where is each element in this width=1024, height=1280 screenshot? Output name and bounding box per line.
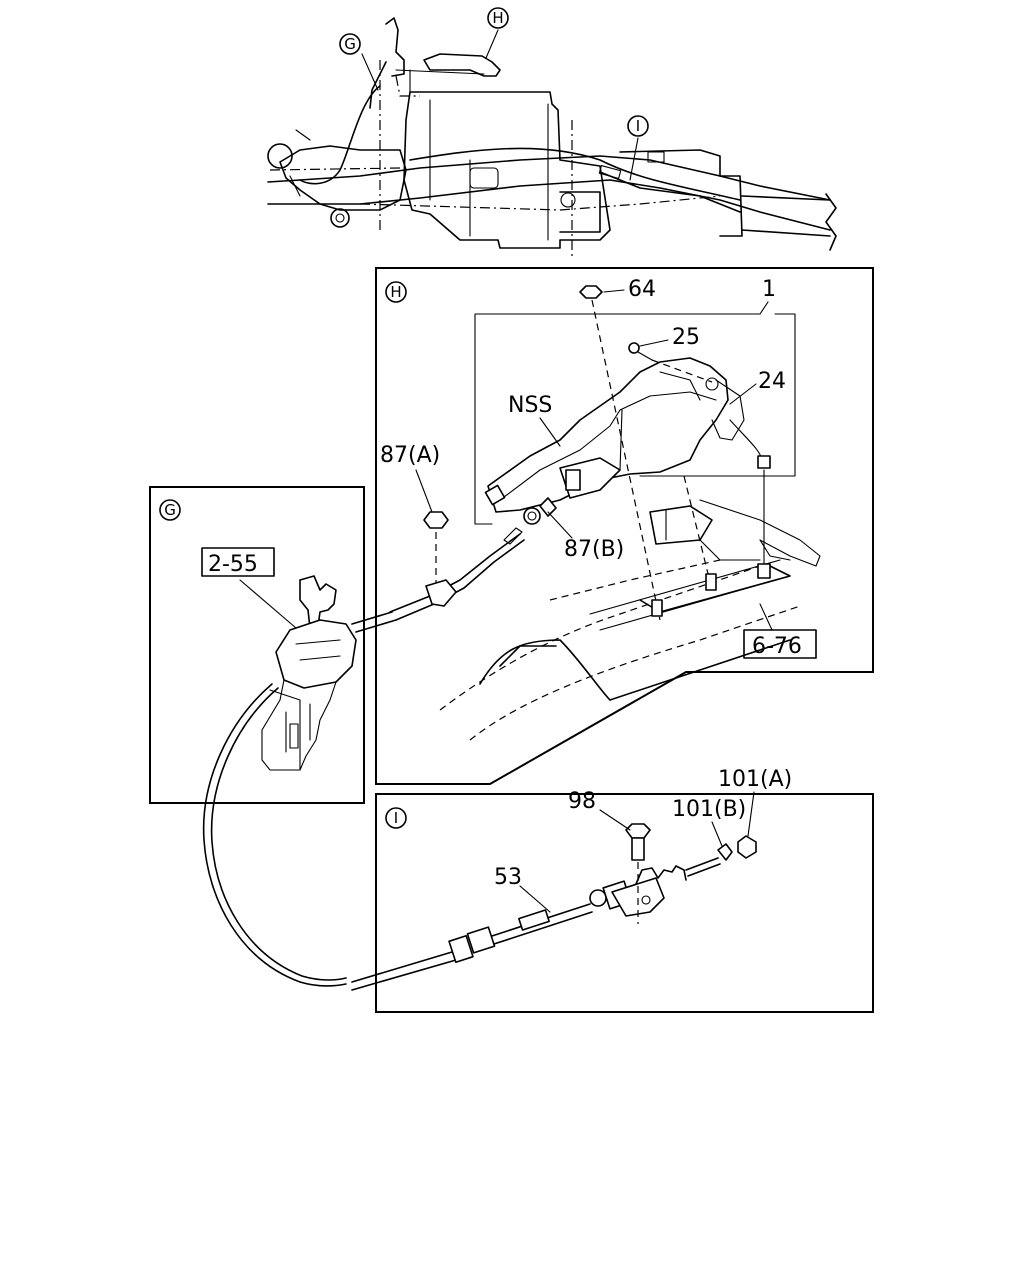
panel-h-tag: H: [385, 281, 407, 303]
label-64: 64: [628, 277, 656, 302]
nut-64: [579, 285, 663, 621]
lever-stud: [705, 573, 717, 591]
callout-h: H: [487, 7, 509, 29]
front-cable-h: [389, 497, 557, 621]
label-24: 24: [758, 369, 786, 394]
vehicle-overview: [267, 17, 837, 260]
label-53: 53: [494, 865, 522, 890]
parking-lever: [484, 357, 791, 561]
label-98: 98: [568, 789, 596, 814]
callout-g-label: G: [344, 35, 356, 53]
lever-bolt-centerline: [683, 475, 713, 591]
label-101a: 101(A): [718, 767, 792, 792]
panel-g-frame: [149, 486, 365, 804]
panel-g-tag-label: G: [164, 501, 176, 519]
ref-6-76: 6-76: [743, 603, 817, 659]
bolt-25: [628, 342, 713, 383]
rear-cable-long: [202, 683, 347, 987]
panel-i-tag-label: I: [394, 809, 398, 827]
label-nss: NSS: [508, 393, 552, 418]
ref-2-55: 2-55: [201, 547, 297, 629]
ref-2-55-label: 2-55: [208, 552, 258, 577]
panel-i-tag: I: [385, 807, 407, 829]
nut-101b: [717, 843, 733, 861]
callout-h-label: H: [492, 9, 503, 27]
label-87b: 87(B): [564, 537, 624, 562]
label-101b: 101(B): [672, 797, 746, 822]
label-1: 1: [762, 277, 776, 302]
callout-g: G: [339, 33, 361, 55]
panel-g-tag: G: [159, 499, 181, 521]
clip-87a: [423, 511, 457, 607]
callout-i: I: [627, 115, 649, 137]
label-87a: 87(A): [380, 443, 440, 468]
callout-i-label: I: [636, 117, 640, 135]
lever-assembly-box: [474, 313, 796, 525]
rear-cable-i: [351, 857, 721, 991]
shifter-assembly: [261, 575, 357, 771]
panel-i-frame: [375, 793, 874, 1013]
ref-6-76-label: 6-76: [752, 634, 802, 659]
panel-h-frame: [375, 267, 874, 785]
panel-h-tag-label: H: [390, 283, 401, 301]
label-25: 25: [672, 325, 700, 350]
harness-connector: [757, 469, 771, 579]
floor-tunnel: [439, 499, 821, 741]
bolt-98: [625, 823, 651, 924]
nut-101a: [737, 835, 757, 859]
